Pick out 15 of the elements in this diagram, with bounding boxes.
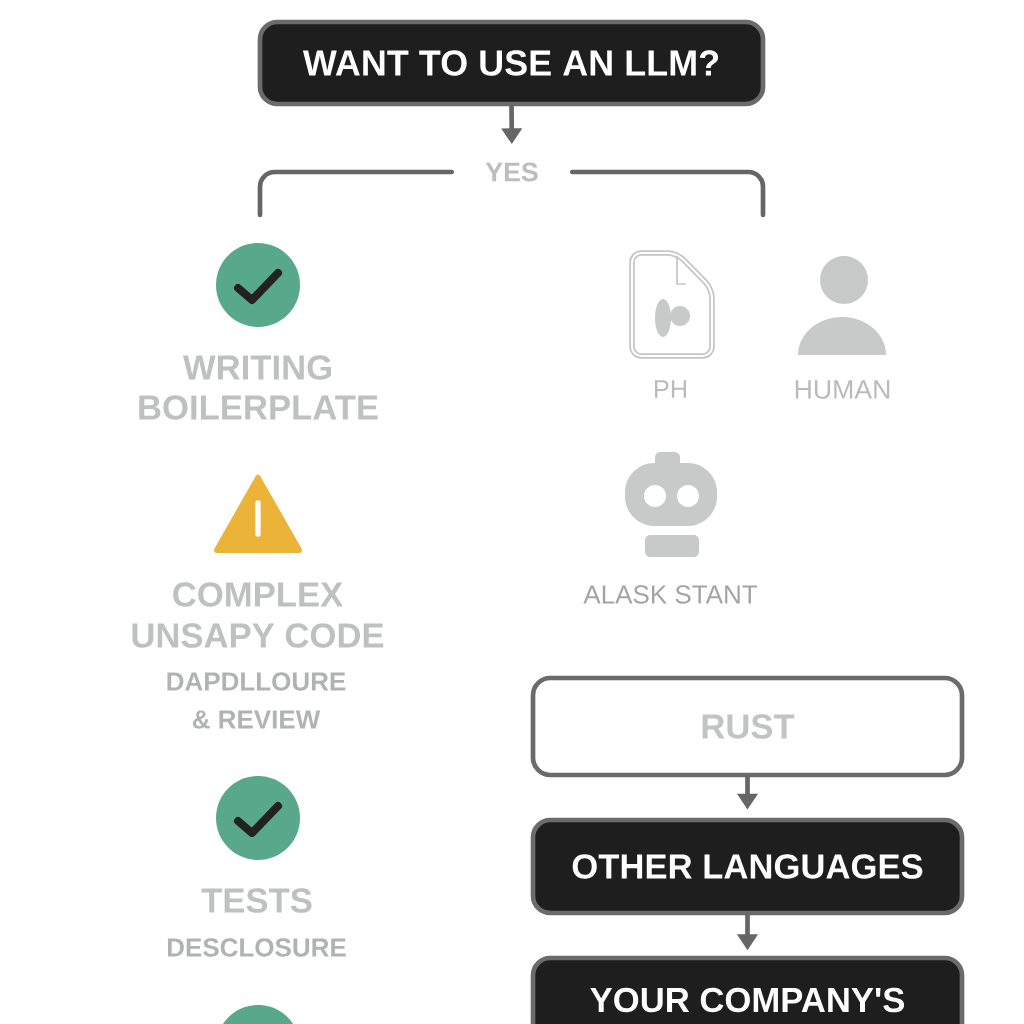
icon-label: PH — [655, 380, 687, 398]
icon-label: ALASK STANT — [583, 585, 758, 604]
item-label: WRITING BOILERPLATE — [139, 355, 378, 420]
bracket-line — [257, 169, 455, 218]
bracket-line — [569, 169, 766, 218]
branch-label: YES — [485, 162, 538, 182]
item-note: DAPDLLOURE & REVIEW — [167, 672, 346, 729]
item-label: TESTS — [201, 888, 312, 913]
item-label: COMPLEX UNSAPY CODE — [132, 582, 384, 648]
question-box: WANT TO USE AN LLM? — [257, 19, 766, 107]
process-box: YOUR COMPANY'S — [530, 955, 965, 1024]
process-box: RUST — [530, 675, 965, 778]
process-box: OTHER LANGUAGES — [530, 817, 965, 916]
icon-label: HUMAN — [795, 380, 890, 399]
item-note: DESCLOSURE — [167, 938, 346, 957]
